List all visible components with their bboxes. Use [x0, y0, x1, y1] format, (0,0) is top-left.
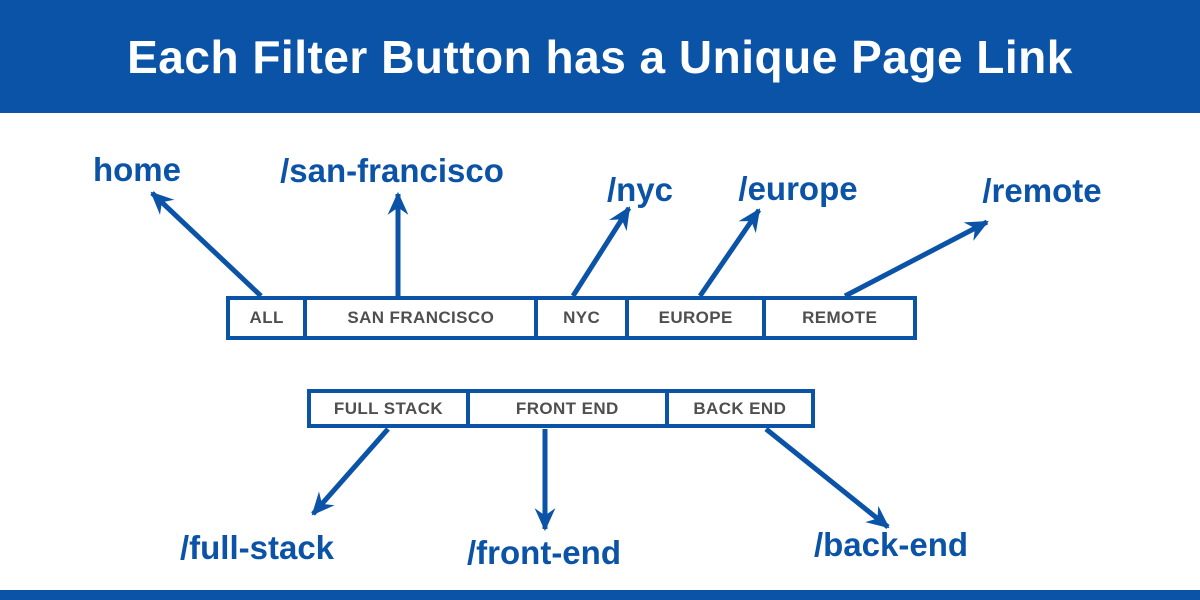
arrow	[150, 191, 263, 298]
filter-button-label: ALL	[249, 308, 284, 327]
location-filter-bar: ALL SAN FRANCISCO NYC EUROPE REMOTE	[226, 296, 917, 340]
page-link-label-front-end: /front-end	[467, 534, 621, 571]
filter-button-nyc[interactable]: NYC	[534, 300, 626, 336]
arrow	[570, 206, 632, 298]
filter-button-front-end[interactable]: FRONT END	[465, 393, 665, 424]
page-link-label-nyc: /nyc	[606, 171, 674, 208]
filter-button-label: FRONT END	[515, 398, 619, 418]
filter-button-label: EUROPE	[658, 308, 733, 327]
filter-button-label: NYC	[563, 308, 601, 327]
arrow	[697, 208, 762, 298]
page-link-label-san-francisco: /san-francisco	[280, 152, 504, 189]
filter-button-europe[interactable]: EUROPE	[625, 300, 763, 336]
page-link-label-home: home	[92, 151, 182, 188]
arrow	[843, 219, 989, 299]
filter-button-label: FULL STACK	[333, 398, 444, 418]
page-title: Each Filter Button has a Unique Page Lin…	[127, 30, 1073, 83]
arrow	[764, 427, 890, 529]
filter-button-label: SAN FRANCISCO	[347, 308, 495, 327]
page-link-label-full-stack: /full-stack	[179, 529, 335, 566]
filter-button-label: BACK END	[693, 398, 787, 418]
filter-button-label: REMOTE	[802, 308, 878, 327]
filter-button-back-end[interactable]: BACK END	[664, 393, 811, 424]
filter-button-full-stack[interactable]: FULL STACK	[311, 393, 466, 424]
page-link-label-remote: /remote	[982, 172, 1102, 209]
page-link-label-back-end: /back-end	[813, 526, 969, 563]
page-link-label-europe: /europe	[738, 170, 858, 207]
filter-button-san-francisco[interactable]: SAN FRANCISCO	[303, 300, 535, 336]
filter-button-all[interactable]: ALL	[230, 300, 304, 336]
role-filter-bar: FULL STACK FRONT END BACK END	[307, 389, 815, 428]
arrow	[311, 427, 390, 516]
header-band: Each Filter Button has a Unique Page Lin…	[0, 0, 1200, 113]
footer-band	[0, 590, 1200, 600]
filter-button-remote[interactable]: REMOTE	[762, 300, 913, 336]
